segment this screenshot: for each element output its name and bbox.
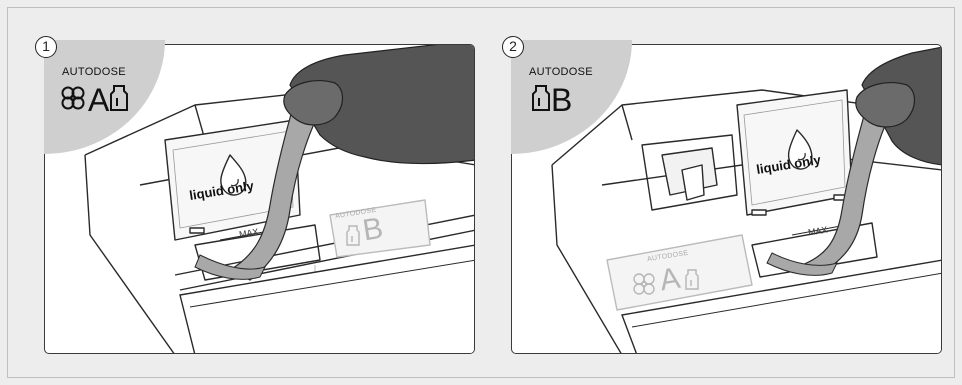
step-number-1: 1 [35,36,57,58]
step-number-2: 2 [502,36,524,58]
badge-letter: B [551,83,572,117]
badge-letter: A [88,83,109,117]
bottle-icon [109,84,129,117]
faded-flower-icon [630,270,658,303]
faded-bottle-icon [345,225,361,252]
flower-icon [58,83,88,118]
faded-bottle-icon [684,269,700,296]
badge-icon-row: A [58,83,129,117]
badge-label: AUTODOSE [529,66,593,78]
bottle-icon [531,84,551,117]
badge-label: AUTODOSE [62,66,126,78]
badge-icon-row: B [531,83,572,117]
